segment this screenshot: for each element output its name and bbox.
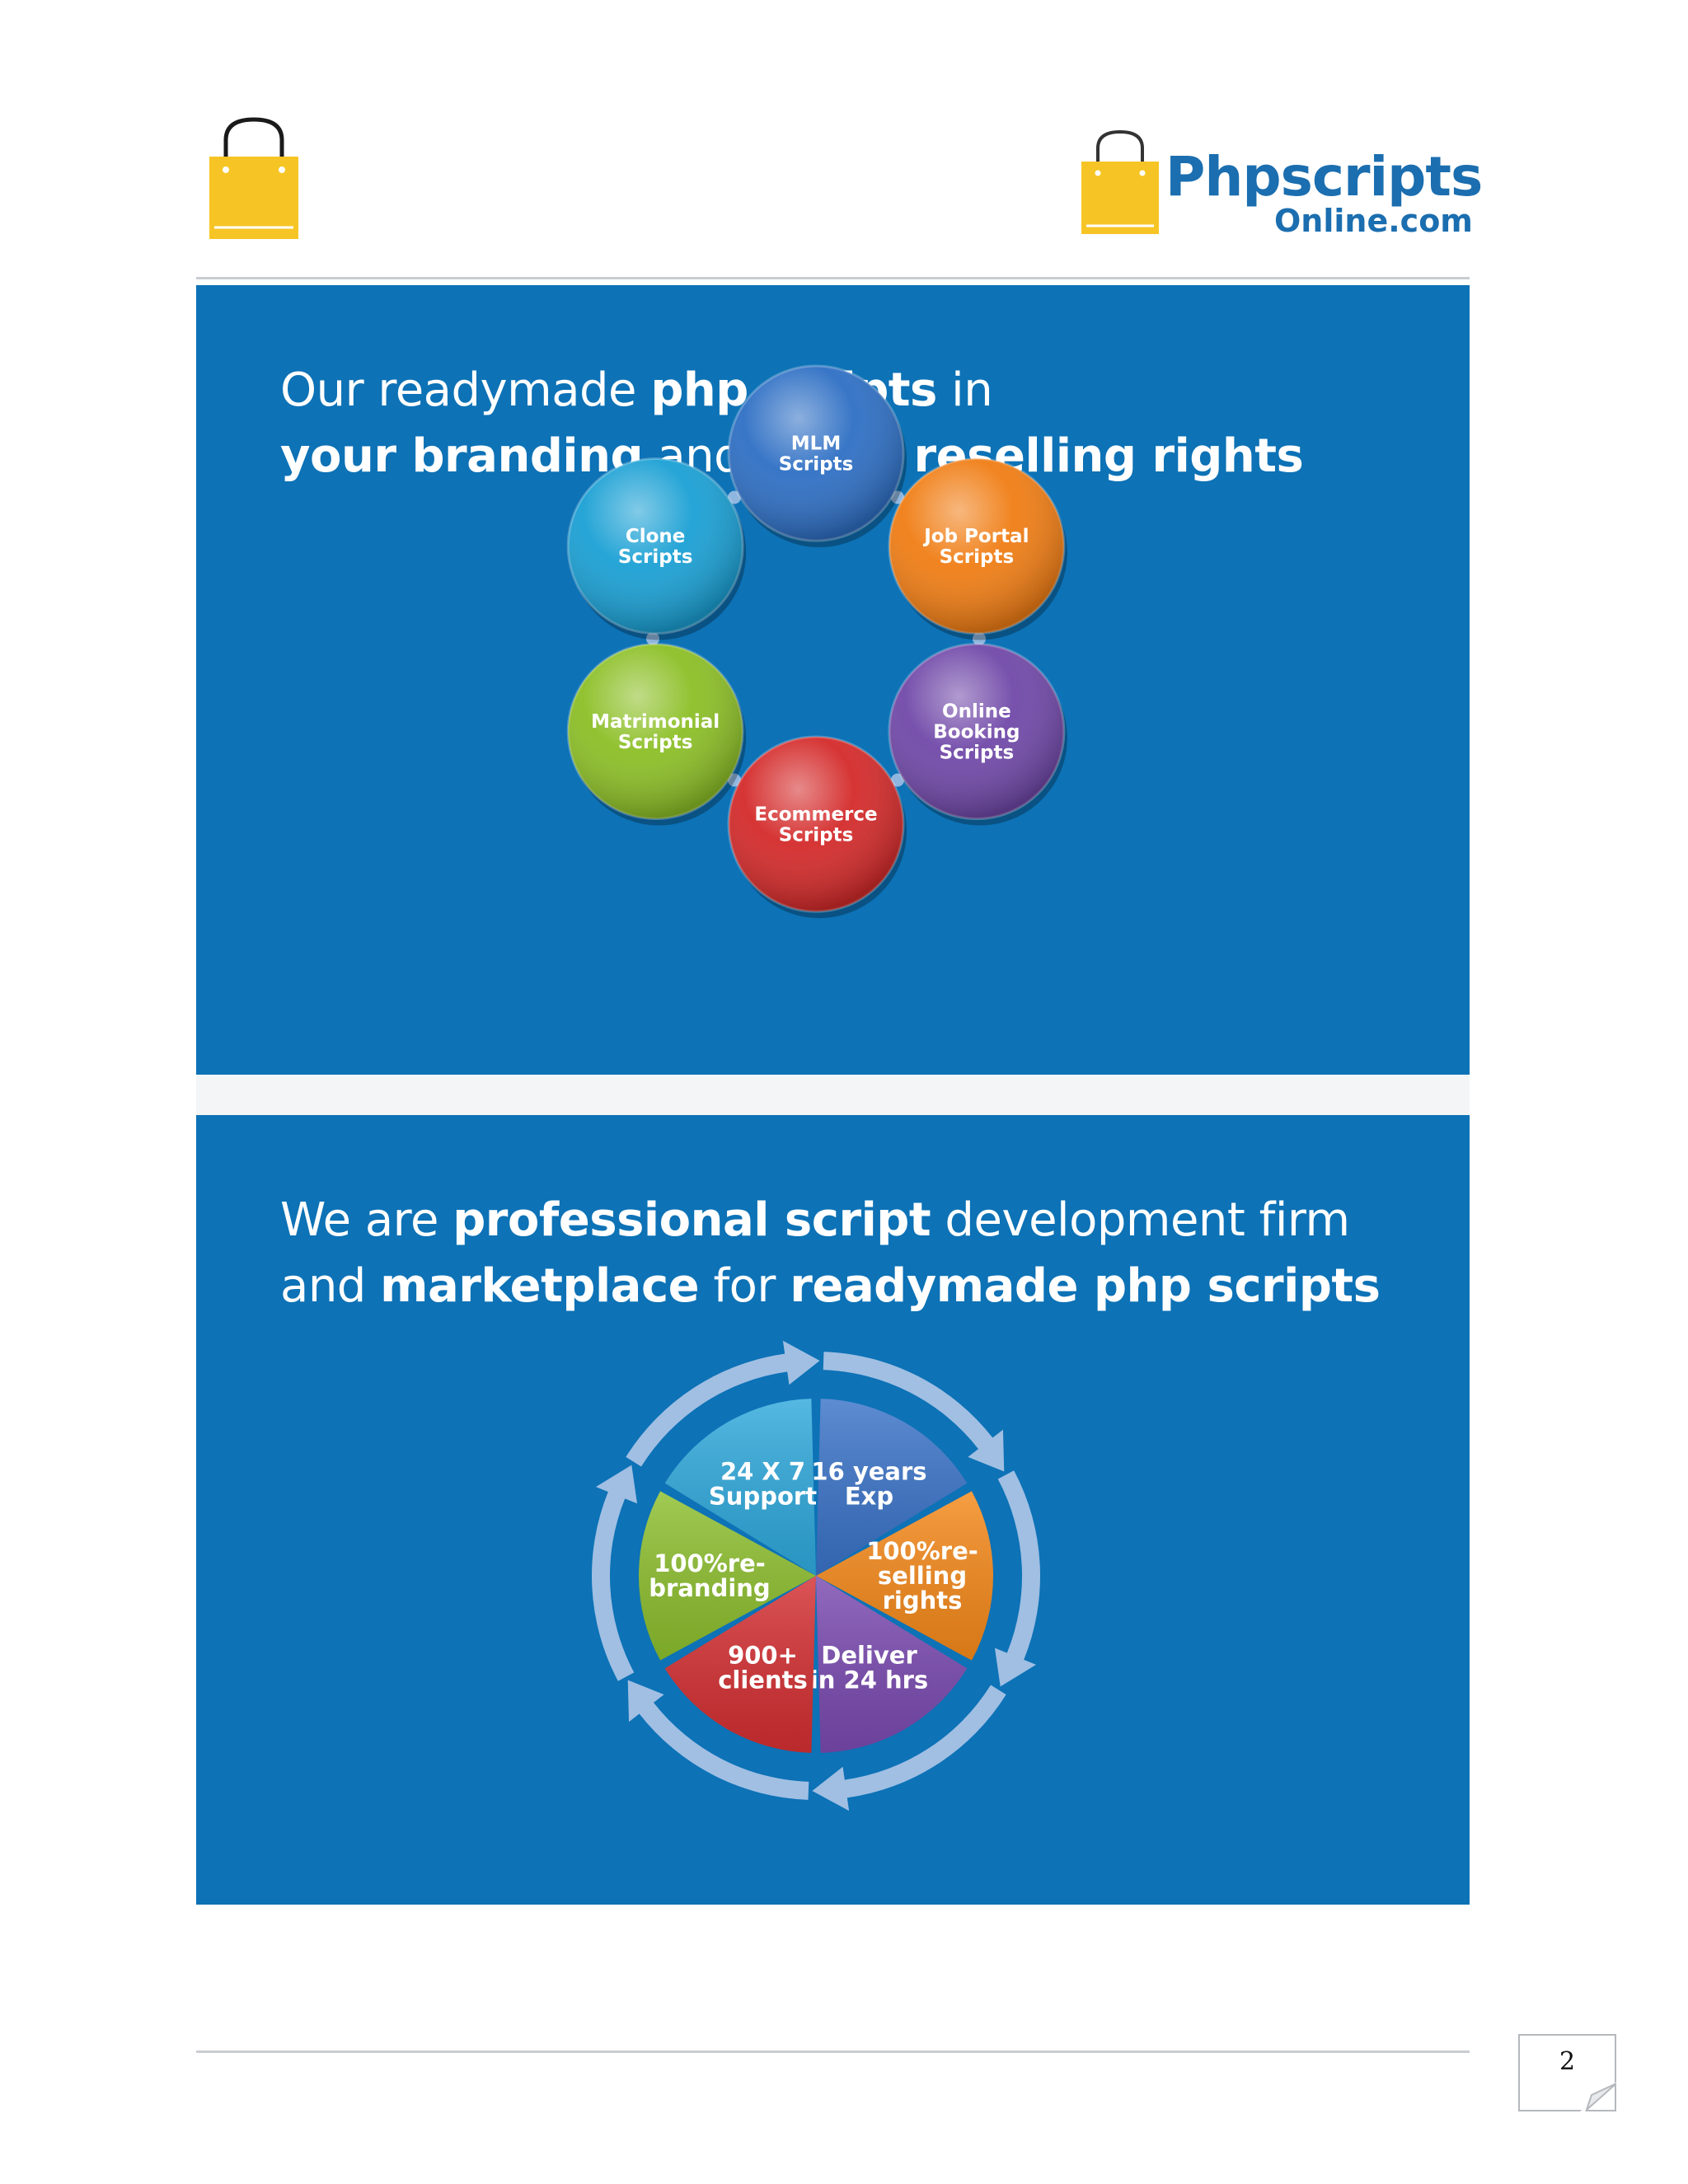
cycle-connector (891, 773, 904, 787)
slide-2-line-2-run-0: and (280, 1259, 381, 1313)
highlight-segment-label: 16 years (811, 1457, 926, 1485)
highlight-segment-label: Exp (845, 1482, 893, 1510)
cycle-connector (728, 773, 741, 787)
cycle-arrow-icon (626, 1340, 820, 1467)
script-category-label: Ecommerce (754, 804, 877, 826)
highlight-segment-label: branding (649, 1574, 770, 1602)
slide-2-line-2-run-2: for (699, 1259, 790, 1313)
slide-2-line-1-run-2: development firm (931, 1193, 1350, 1247)
cycle-arrow-icon (994, 1470, 1041, 1687)
logo-domain-text: Online.com (1274, 203, 1473, 239)
page-curl-icon (1580, 2082, 1616, 2111)
header-divider (196, 277, 1470, 279)
script-category-label: Scripts (779, 454, 854, 476)
script-category-label: Scripts (940, 546, 1015, 568)
slide-2-line-2-run-1: marketplace (380, 1259, 700, 1313)
script-category-label: Scripts (940, 743, 1015, 764)
highlight-segment-label: Support (709, 1482, 817, 1510)
highlight-segment-label: clients (718, 1666, 808, 1694)
script-category-label: MLM (791, 434, 841, 455)
brand-logo: Phpscripts Online.com (1080, 124, 1483, 239)
logo-brand-text: Phpscripts (1165, 145, 1483, 209)
company-highlights-wheel: 16 yearsExp100%re-sellingrightsDeliverin… (592, 1340, 1041, 1811)
slide-professional-firm: We are professional script development f… (196, 1115, 1470, 1905)
highlight-segment-label: 900+ (728, 1642, 798, 1670)
slide-2-line-2-run-3: readymade php scripts (790, 1259, 1381, 1313)
cycle-arrow-icon (627, 1680, 809, 1800)
logo-bag-icon (1081, 129, 1159, 234)
highlight-segment-label: 100%re- (654, 1549, 766, 1577)
script-category-label: Job Portal (922, 526, 1029, 547)
script-category-label: Booking (933, 722, 1020, 743)
highlight-segment-label: Deliver (821, 1642, 917, 1670)
page-number-box: 2 (1518, 2034, 1616, 2111)
slide-readymade-scripts: Our readymade php scripts in your brandi… (196, 285, 1470, 1075)
slide-2-headline-line-2: and marketplace for readymade php script… (280, 1254, 1434, 1319)
slide-1-line-2-run-0: your branding (280, 429, 644, 483)
cycle-connector (728, 490, 741, 504)
highlight-segment-label: in 24 hrs (810, 1666, 928, 1694)
highlight-segment-label: rights (883, 1586, 963, 1615)
script-category-label: Scripts (779, 825, 854, 846)
shopping-bag-icon (208, 115, 300, 241)
footer-divider (196, 2050, 1470, 2053)
slide-1-headline-line-1: Our readymade php scripts in (280, 358, 1434, 424)
slide-2-headline-line-1: We are professional script development f… (280, 1188, 1434, 1254)
script-category-label: Clone (626, 526, 686, 547)
script-category-label: Scripts (618, 546, 693, 568)
cycle-connector (891, 490, 904, 504)
script-category-label: Scripts (618, 732, 693, 753)
page-number: 2 (1559, 2047, 1576, 2076)
cycle-arrow-icon (823, 1352, 1005, 1472)
highlight-segment-label: 24 X 7 (720, 1457, 805, 1485)
cycle-connector (973, 632, 986, 645)
slide-1-line-1-run-0: Our readymade (280, 363, 651, 417)
slide-2-line-1-run-1: professional script (452, 1193, 931, 1247)
cycle-connector (646, 632, 659, 645)
script-category-label: Online (942, 701, 1011, 723)
background-watermark (196, 1076, 1470, 1115)
slide-2-line-1-run-0: We are (280, 1193, 453, 1247)
slide-2-headline: We are professional script development f… (280, 1188, 1434, 1319)
slide-1-line-1-run-2: in (936, 363, 993, 417)
cycle-arrow-icon (592, 1465, 638, 1681)
highlight-segment: 100%re-branding (639, 1491, 816, 1661)
highlight-segment-label: 100%re- (866, 1537, 978, 1565)
cycle-arrow-icon (812, 1685, 1006, 1811)
script-category-label: Matrimonial (591, 711, 720, 733)
highlight-segment-label: selling (878, 1562, 967, 1590)
highlight-segment: 900+clients (664, 1576, 816, 1753)
